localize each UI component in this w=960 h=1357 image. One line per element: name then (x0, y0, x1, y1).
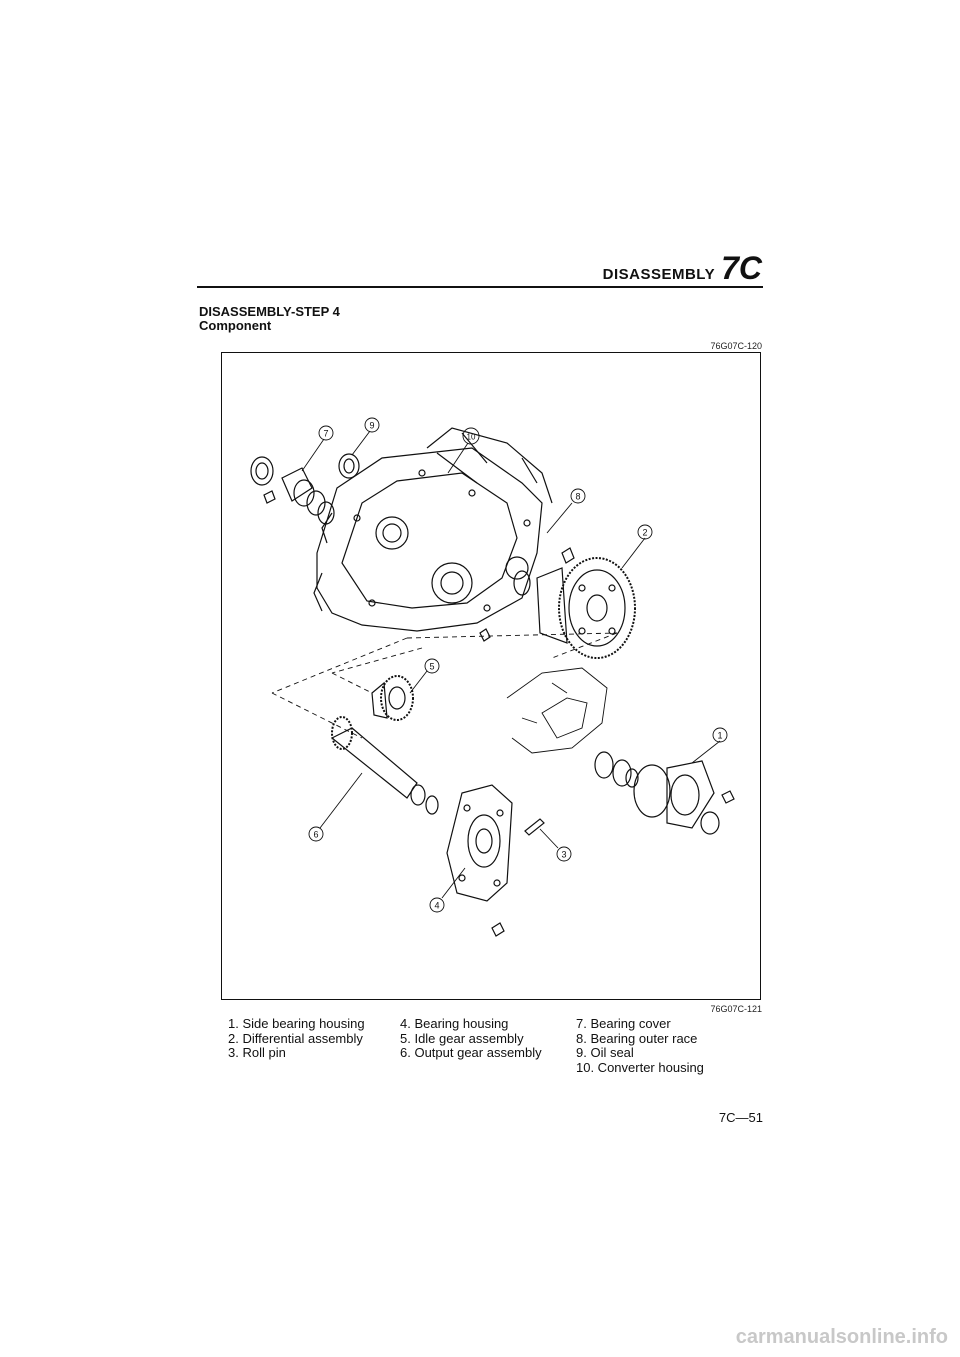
differential-assembly-drawing (513, 557, 636, 659)
legend-item: 4. Bearing housing (400, 1016, 509, 1031)
watermark: carmanualsonline.info (735, 1326, 948, 1348)
callout-5: 5 (429, 662, 434, 672)
callout-6: 6 (313, 830, 318, 840)
output-gear-drawing (330, 716, 439, 815)
exploded-view-drawing: 1 2 3 4 5 6 7 8 9 10 (250, 417, 735, 937)
exploded-view-figure: 1 2 3 4 5 6 7 8 9 10 (221, 352, 761, 1000)
alignment-lines (271, 632, 618, 739)
leader-lines (301, 430, 721, 899)
section-code: 7C (721, 250, 762, 286)
callout-10: 10 (467, 433, 476, 442)
callout-7: 7 (323, 429, 328, 439)
legend-item: 8. Bearing outer race (576, 1030, 698, 1046)
callout-9: 9 (369, 421, 374, 431)
step-subtitle: Component (199, 318, 272, 333)
step-title-block: DISASSEMBLY-STEP 4 Component (199, 305, 340, 333)
legend-item: 2. Differential assembly (228, 1030, 363, 1046)
section-header: DISASSEMBLY 7C (603, 252, 762, 284)
roll-pin-drawing (524, 818, 545, 836)
legend-item: 7. Bearing cover (576, 1016, 671, 1031)
legend-column-3: 7. Bearing cover 8. Bearing outer race 9… (576, 1016, 704, 1075)
side-bearing-housing-drawing (594, 751, 735, 835)
callout-4: 4 (434, 901, 439, 911)
transaxle-case-outline (506, 667, 608, 754)
section-title: DISASSEMBLY (602, 266, 716, 283)
page-number: 7C—51 (718, 1110, 763, 1125)
legend-item: 3. Roll pin (228, 1045, 286, 1060)
legend-item: 5. Idle gear assembly (400, 1030, 524, 1046)
bearing-housing-drawing (446, 784, 513, 937)
callout-2: 2 (642, 528, 647, 538)
legend-column-1: 1. Side bearing housing 2. Differential … (228, 1016, 365, 1061)
callout-1: 1 (717, 731, 722, 741)
legend-item: 1. Side bearing housing (228, 1016, 365, 1031)
bearing-cover-drawing (250, 456, 335, 525)
callout-numbers: 1 2 3 4 5 6 7 8 9 10 (313, 421, 722, 911)
legend-item: 10. Converter housing (576, 1059, 704, 1075)
legend-column-2: 4. Bearing housing 5. Idle gear assembly… (400, 1016, 542, 1061)
oil-seal-drawing (338, 453, 360, 479)
legend-item: 6. Output gear assembly (400, 1045, 542, 1060)
converter-housing-drawing (313, 427, 575, 642)
legend-item: 9. Oil seal (576, 1045, 634, 1060)
idle-gear-drawing (371, 675, 414, 721)
step-title: DISASSEMBLY-STEP 4 (199, 304, 340, 319)
header-rule (197, 286, 763, 288)
callout-3: 3 (561, 850, 566, 860)
figure-ref-bottom: 76G07C-121 (710, 1004, 762, 1014)
figure-ref-top: 76G07C-120 (710, 341, 762, 351)
callout-8: 8 (575, 492, 580, 502)
callout-circles (308, 417, 728, 913)
